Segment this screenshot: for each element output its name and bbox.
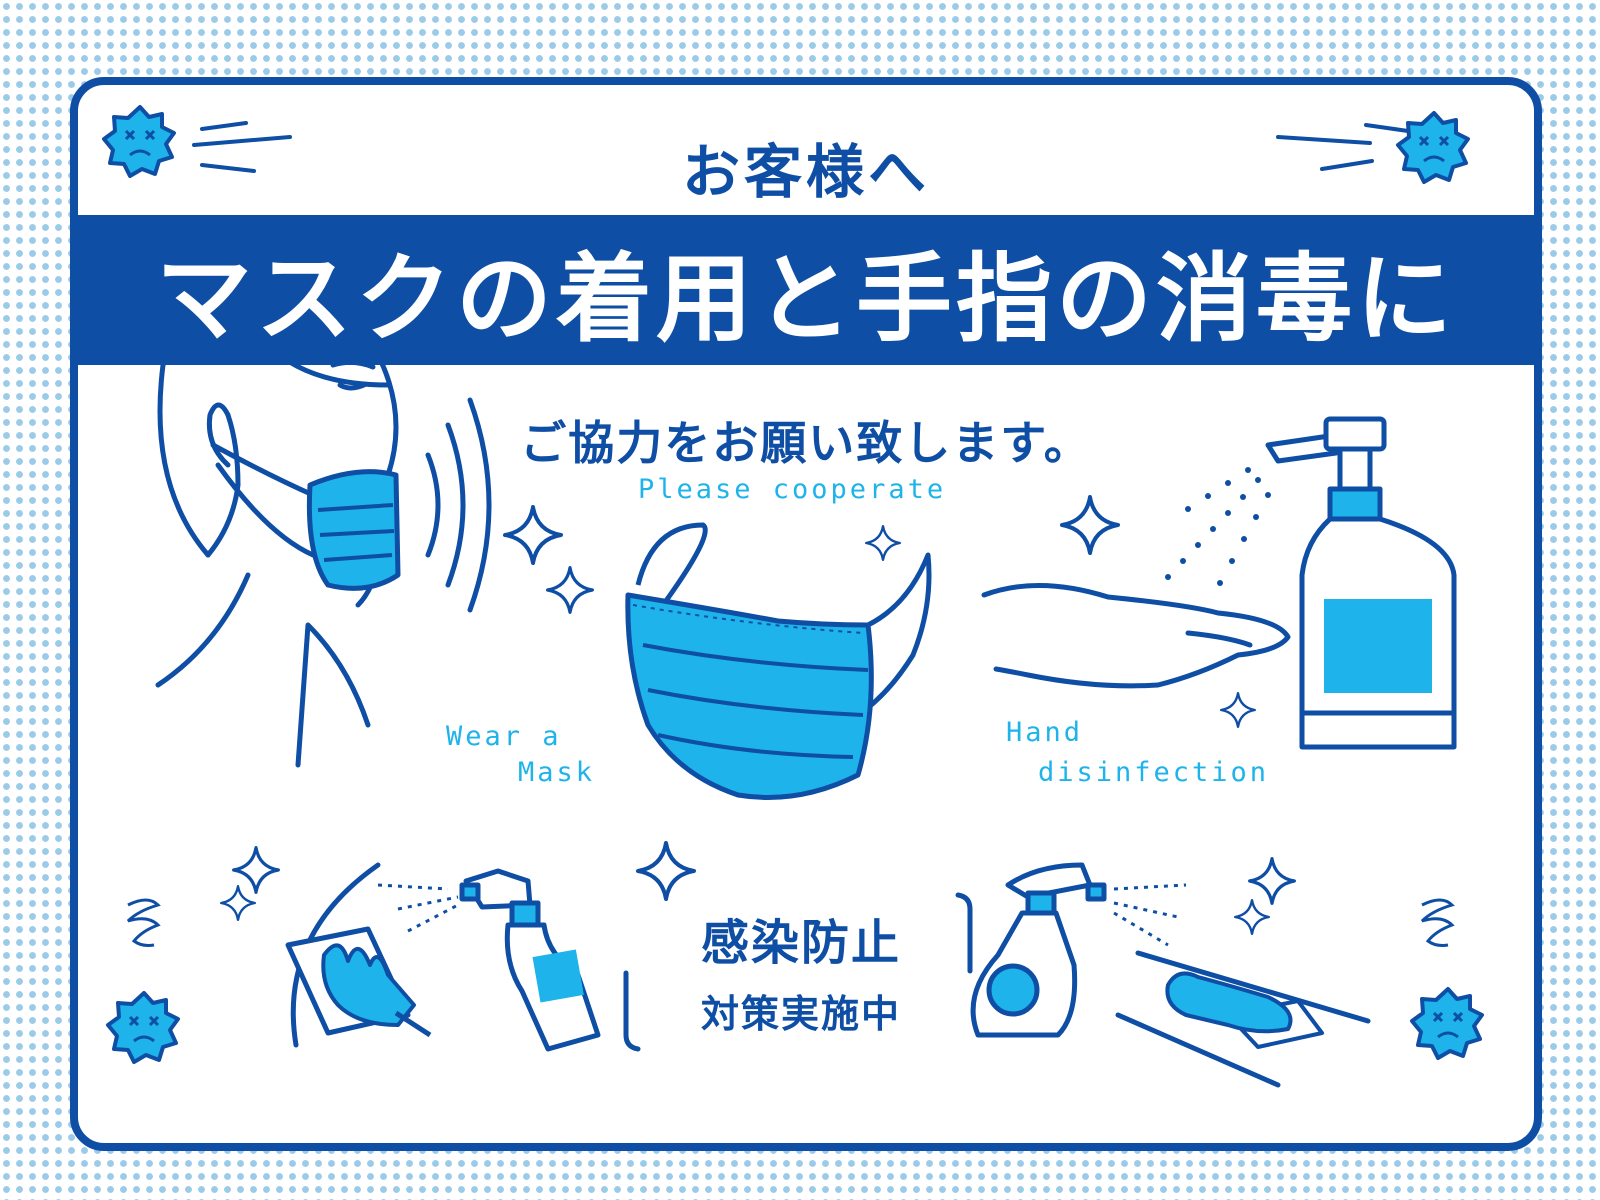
sparkle-icon	[865, 524, 901, 561]
english-wear-mask-line2: Mask	[518, 757, 596, 788]
english-hand-line2: disinfection	[1038, 757, 1270, 788]
open-hand-icon	[981, 583, 1291, 689]
spray-mist-right	[1113, 883, 1187, 947]
badge-line1: 感染防止	[700, 914, 901, 971]
sparkle-icon	[1220, 692, 1257, 728]
speed-lines-right	[1276, 123, 1410, 171]
spray-bottle-icon	[970, 862, 1107, 1038]
english-hand-line1: Hand	[1006, 717, 1084, 748]
sparkle-icon	[545, 565, 595, 615]
person-wearing-mask-icon	[155, 304, 399, 768]
illustration-layer	[102, 105, 1484, 1088]
sparkle-icon	[1060, 495, 1120, 555]
greeting-heading: お客様へ	[681, 138, 930, 206]
sparkle-icon	[503, 505, 563, 565]
table-surface	[1115, 950, 1371, 1088]
request-text: ご協力をお願い致します。	[520, 416, 1092, 470]
gloved-hand-icon	[1165, 971, 1324, 1049]
face-mask-icon	[306, 469, 401, 591]
badge-line2: 対策実施中	[700, 991, 901, 1036]
sanitizer-mist	[1165, 467, 1271, 586]
large-face-mask-icon	[625, 522, 932, 800]
sparkle-icon	[219, 885, 257, 921]
english-cooperate: Please cooperate	[638, 474, 947, 505]
main-title-banner: マスクの着用と手指の消毒に	[78, 215, 1534, 365]
gloved-hand-icon	[285, 926, 432, 1038]
spray-mist-left	[377, 883, 459, 933]
swirl-doodle	[1420, 898, 1455, 947]
sanitizer-bottle-icon	[1265, 416, 1457, 750]
virus-icon	[106, 991, 180, 1064]
english-wear-mask-line1: Wear a	[446, 721, 562, 752]
virus-icon	[1410, 987, 1484, 1060]
voice-waves	[425, 397, 492, 613]
speed-lines-left	[192, 121, 292, 173]
sparkle-icon	[1247, 857, 1297, 906]
main-title: マスクの着用と手指の消毒に	[156, 242, 1456, 355]
badge-brackets	[623, 892, 973, 1052]
swirl-doodle	[126, 898, 161, 947]
sparkle-icon	[231, 846, 280, 895]
sparkle-icon	[1233, 899, 1271, 935]
notice-card: お客様へ マスクの着用と手指の消毒に ご協力をお願い致します。 Please c…	[70, 77, 1542, 1151]
infection-prevention-badge: 感染防止 対策実施中	[656, 890, 946, 1050]
spray-bottle-icon	[459, 868, 601, 1052]
